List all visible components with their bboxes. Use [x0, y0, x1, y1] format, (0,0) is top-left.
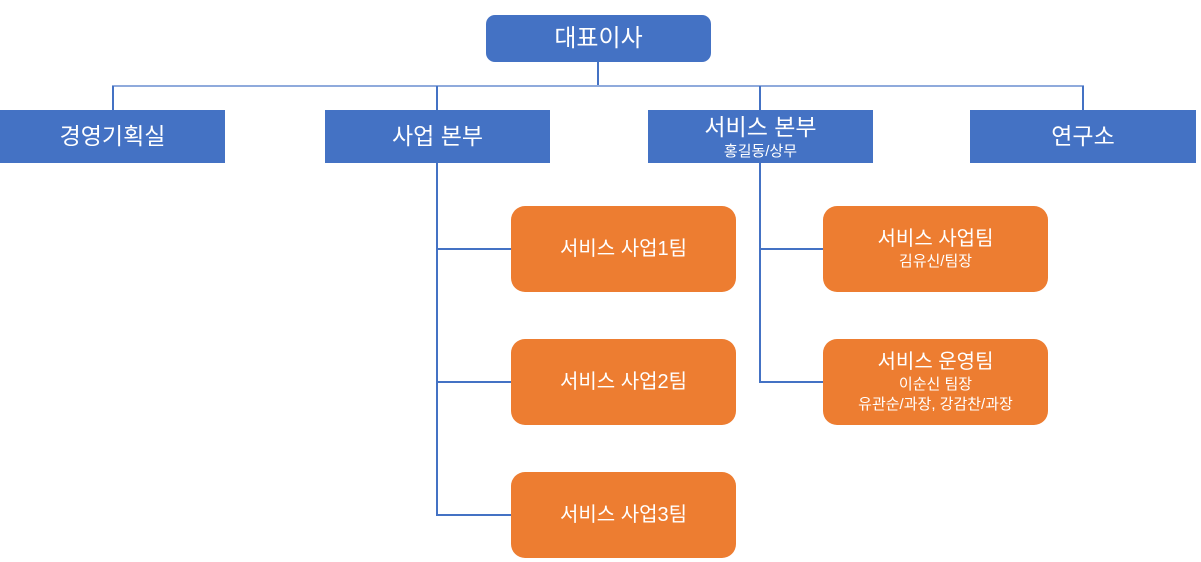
org-node-division-planning: 경영기획실: [0, 110, 225, 163]
connector-service-branch-2: [759, 381, 823, 383]
org-node-division-planning-label: 경영기획실: [59, 123, 166, 150]
org-node-team-service-sales-label: 서비스 사업팀: [877, 227, 994, 250]
org-node-division-lab-label: 연구소: [1051, 123, 1115, 150]
org-node-team-business-1: 서비스 사업1팀: [511, 206, 736, 292]
org-node-division-service-label: 서비스 본부: [704, 114, 817, 140]
org-node-division-business: 사업 본부: [325, 110, 550, 163]
org-node-division-business-label: 사업 본부: [391, 123, 484, 150]
connector-ceo-down: [597, 62, 599, 86]
org-node-ceo: 대표이사: [486, 15, 711, 62]
connector-business-trunk: [436, 163, 438, 516]
org-node-team-service-ops-members: 유관순/과장, 강감찬/과장: [858, 395, 1013, 413]
connector-drop-service: [759, 86, 761, 110]
org-node-team-business-2-label: 서비스 사업2팀: [559, 370, 688, 393]
org-node-division-lab: 연구소: [970, 110, 1196, 163]
org-node-team-business-3: 서비스 사업3팀: [511, 472, 736, 558]
org-node-division-service-manager: 홍길동/상무: [723, 142, 798, 160]
org-node-ceo-label: 대표이사: [554, 24, 643, 52]
connector-drop-business: [436, 86, 438, 110]
org-node-team-service-sales-lead: 김유신/팀장: [898, 252, 973, 270]
connector-drop-planning: [112, 86, 114, 110]
connector-level1-span: [112, 85, 1084, 87]
org-node-division-service: 서비스 본부 홍길동/상무: [648, 110, 873, 163]
org-node-team-service-ops-lead: 이순신 팀장: [898, 376, 973, 393]
connector-business-branch-2: [436, 381, 511, 383]
org-node-team-business-3-label: 서비스 사업3팀: [559, 503, 688, 526]
org-node-team-service-ops-label: 서비스 운영팀: [877, 351, 994, 373]
connector-service-branch-1: [759, 248, 823, 250]
connector-service-trunk: [759, 163, 761, 383]
connector-business-branch-3: [436, 514, 511, 516]
org-node-team-service-ops: 서비스 운영팀 이순신 팀장 유관순/과장, 강감찬/과장: [823, 339, 1048, 425]
org-node-team-business-1-label: 서비스 사업1팀: [559, 237, 688, 260]
connector-drop-lab: [1082, 86, 1084, 110]
org-node-team-service-sales: 서비스 사업팀 김유신/팀장: [823, 206, 1048, 292]
connector-business-branch-1: [436, 248, 511, 250]
org-node-team-business-2: 서비스 사업2팀: [511, 339, 736, 425]
